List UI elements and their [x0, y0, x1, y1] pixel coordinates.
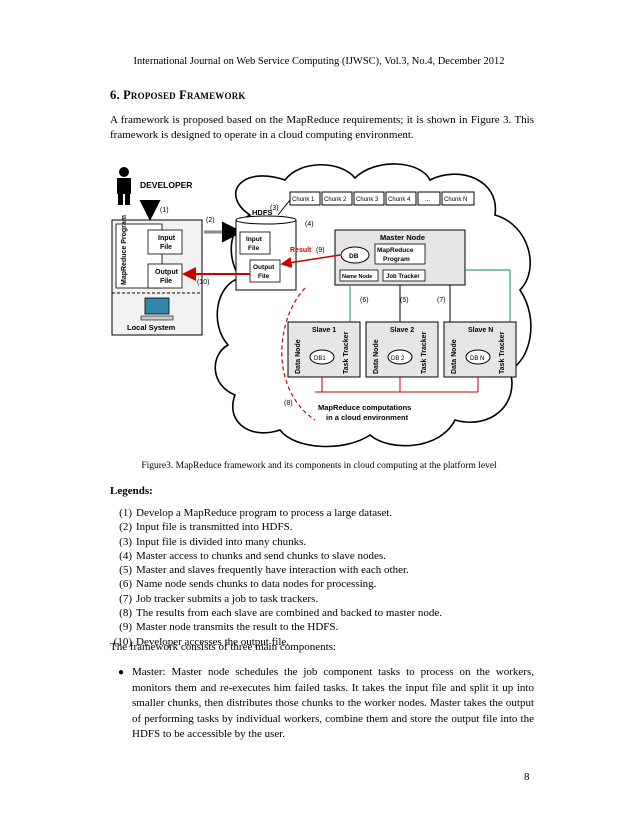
svg-text:(8): (8): [284, 400, 293, 407]
figure-caption: Figure3. MapReduce framework and its com…: [141, 461, 497, 471]
legend-item: (7)Job tracker submits a job to task tra…: [119, 592, 319, 605]
legend-item: (8)The results from each slave are combi…: [119, 607, 443, 620]
cloud-label-2: in a cloud environment: [326, 413, 409, 422]
svg-text:Data Node: Data Node: [451, 339, 458, 374]
legend-item: (6)Name node sends chunks to data nodes …: [119, 578, 377, 591]
hdfs-label: HDFS: [252, 208, 272, 217]
svg-text:(4): (4): [305, 221, 314, 228]
svg-text:(9): (9): [316, 247, 325, 254]
svg-text:DB 2: DB 2: [391, 356, 405, 362]
svg-text:Slave 2: Slave 2: [390, 327, 414, 334]
legend-list: (1)Develop a MapReduce program to proces…: [110, 506, 540, 649]
svg-text:Slave 1: Slave 1: [312, 327, 336, 334]
svg-text:Input: Input: [158, 235, 176, 242]
svg-text:Task Tracker: Task Tracker: [499, 331, 506, 374]
svg-text:Result: Result: [290, 247, 312, 254]
bullet-dot-icon: ●: [118, 667, 125, 678]
svg-text:Chunk 3: Chunk 3: [356, 197, 379, 203]
svg-text:MapReduce: MapReduce: [377, 247, 414, 254]
legend-item: (4)Master access to chunks and send chun…: [119, 549, 386, 562]
svg-text:Data Node: Data Node: [373, 339, 380, 374]
svg-text:File: File: [160, 278, 172, 285]
svg-text:DB N: DB N: [470, 356, 484, 362]
svg-text:Input: Input: [246, 236, 263, 243]
svg-text:Program: Program: [383, 256, 410, 263]
svg-text:Slave N: Slave N: [468, 327, 493, 334]
legend-item: (2)Input file is transmitted into HDFS.: [119, 521, 293, 534]
developer-label: DEVELOPER: [140, 180, 192, 190]
svg-text:Task Tracker: Task Tracker: [343, 331, 350, 374]
legend-item: (9)Master node transmits the result to t…: [119, 621, 339, 634]
svg-text:(2): (2): [206, 217, 215, 224]
svg-text:Chunk 4: Chunk 4: [388, 197, 411, 203]
svg-text:File: File: [248, 245, 260, 252]
svg-text:Data Node: Data Node: [295, 339, 302, 374]
svg-text:(10): (10): [197, 279, 209, 286]
legend-item: (1)Develop a MapReduce program to proces…: [119, 507, 393, 519]
mapreduce-framework-figure: DEVELOPER (1) MapReduce Program Input Fi…: [111, 163, 532, 448]
computer-icon: [140, 297, 174, 321]
legend-item: (5)Master and slaves frequently have int…: [119, 564, 409, 577]
legend-item: (3)Input file is divided into many chunk…: [119, 535, 307, 548]
journal-header: International Journal on Web Service Com…: [133, 56, 505, 67]
svg-text:(7): (7): [437, 297, 446, 304]
svg-text:(6): (6): [360, 297, 369, 304]
local-system-label: Local System: [127, 323, 176, 332]
svg-text:Chunk 2: Chunk 2: [324, 197, 347, 203]
slave-1: Slave 1 Data Node Task Tracker DB1: [287, 321, 361, 378]
svg-text:Name Node: Name Node: [342, 274, 372, 280]
master-node-label: Master Node: [380, 233, 425, 242]
components-intro: The framework consists of three main com…: [110, 641, 337, 653]
svg-text:Chunk N: Chunk N: [444, 197, 467, 203]
svg-text:(3): (3): [270, 205, 279, 212]
svg-text:DB: DB: [349, 253, 359, 260]
cloud-label-1: MapReduce computations: [318, 403, 411, 412]
svg-text:DB1: DB1: [314, 356, 326, 362]
svg-text:(1): (1): [160, 207, 169, 214]
intro-paragraph: A framework is proposed based on the Map…: [110, 114, 534, 141]
svg-text:Job Tracker: Job Tracker: [386, 274, 420, 280]
svg-text:Chunk 1: Chunk 1: [292, 197, 315, 203]
legend-item: (10)Developer accesses the output file.: [113, 635, 290, 648]
svg-text:(5): (5): [400, 297, 409, 304]
section-title: 6. Proposed Framework: [110, 88, 246, 102]
mapreduce-program-label: MapReduce Program: [121, 215, 128, 285]
svg-text:Task Tracker: Task Tracker: [421, 331, 428, 374]
svg-text:Output: Output: [155, 269, 179, 276]
developer-icon: [117, 167, 131, 205]
svg-text:...: ...: [425, 197, 430, 203]
chunk-row: Chunk 1 Chunk 2 Chunk 3 Chunk 4 ... Chun…: [289, 191, 475, 206]
page-number: 8: [524, 771, 530, 783]
slave-n: Slave N Data Node Task Tracker DB N: [443, 321, 517, 378]
svg-text:File: File: [160, 244, 172, 251]
slave-2: Slave 2 Data Node Task Tracker DB 2: [365, 321, 439, 378]
svg-text:File: File: [258, 273, 270, 280]
bullet-master: ● Master: Master node schedules the job …: [118, 665, 534, 743]
legend-title: Legends:: [110, 485, 153, 497]
svg-text:Output: Output: [253, 264, 275, 271]
